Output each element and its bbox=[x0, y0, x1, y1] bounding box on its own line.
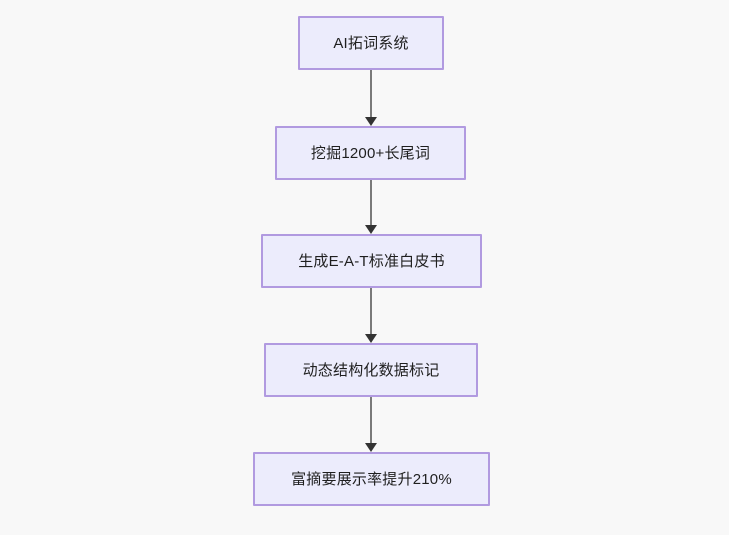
flow-node-n3[interactable]: 生成E-A-T标准白皮书 bbox=[261, 234, 482, 288]
flow-node-label: 富摘要展示率提升210% bbox=[291, 470, 452, 488]
flow-connector bbox=[364, 70, 378, 126]
flow-node-label: 动态结构化数据标记 bbox=[302, 361, 440, 379]
flow-node-label: AI拓词系统 bbox=[333, 34, 409, 52]
connector-line bbox=[370, 180, 372, 225]
flow-node-n2[interactable]: 挖掘1200+长尾词 bbox=[275, 126, 466, 180]
flow-connector bbox=[364, 288, 378, 343]
flow-node-n5[interactable]: 富摘要展示率提升210% bbox=[253, 452, 490, 506]
connector-line bbox=[370, 70, 372, 117]
arrowhead-icon bbox=[365, 117, 377, 126]
flow-node-n4[interactable]: 动态结构化数据标记 bbox=[264, 343, 478, 397]
arrowhead-icon bbox=[365, 443, 377, 452]
connector-line bbox=[370, 288, 372, 334]
arrowhead-icon bbox=[365, 225, 377, 234]
flow-node-n1[interactable]: AI拓词系统 bbox=[298, 16, 444, 70]
flow-node-label: 挖掘1200+长尾词 bbox=[310, 144, 431, 162]
flow-connector bbox=[364, 180, 378, 234]
arrowhead-icon bbox=[365, 334, 377, 343]
flow-connector bbox=[364, 397, 378, 452]
flow-node-label: 生成E-A-T标准白皮书 bbox=[298, 252, 445, 270]
connector-line bbox=[370, 397, 372, 443]
